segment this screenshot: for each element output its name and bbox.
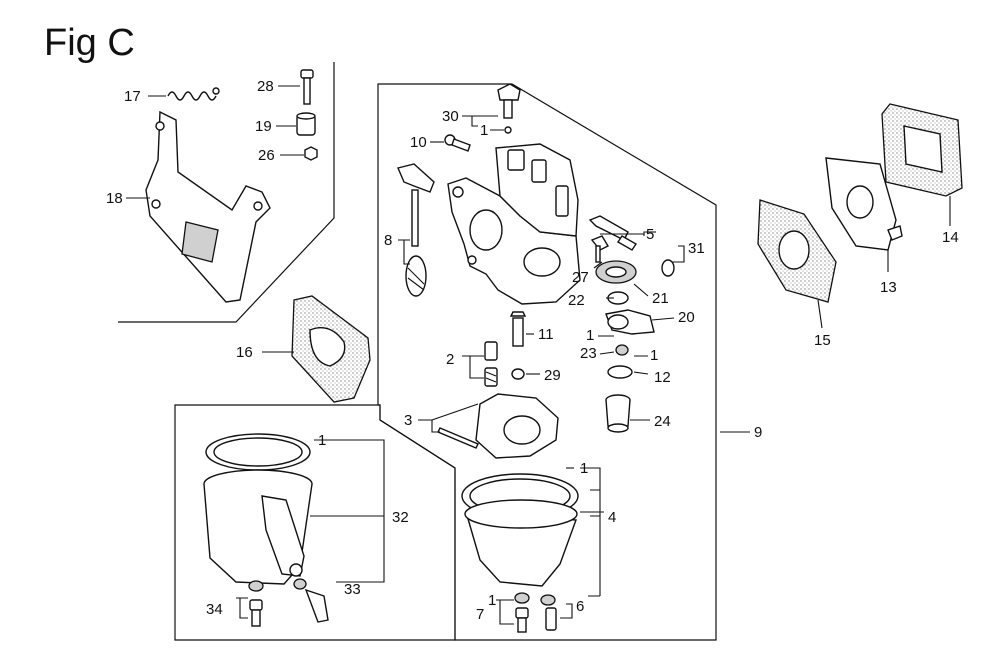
callout-1-bowl: 1 [580, 460, 588, 477]
callout-24: 24 [654, 413, 671, 430]
air-cleaner-gasket [205, 433, 311, 471]
insulator-14 [881, 103, 963, 197]
leader-lines [126, 85, 951, 625]
callout-1-top: 1 [480, 122, 488, 139]
throttle-bracket-section-border [118, 62, 335, 323]
plate-13 [825, 157, 903, 251]
callout-10: 10 [410, 134, 427, 151]
callout-20: 20 [678, 309, 695, 326]
callout-32: 32 [392, 509, 409, 526]
air-cleaner-case-32 [203, 469, 313, 585]
needle-27 [590, 235, 609, 263]
jet-29 [511, 368, 525, 380]
callout-7: 7 [476, 606, 484, 623]
callout-2: 2 [446, 351, 454, 368]
callout-1-aircleaner: 1 [318, 432, 326, 449]
callout-1-seal: 1 [586, 327, 594, 344]
callout-1-oring: 1 [650, 347, 658, 364]
nut-26 [304, 146, 318, 161]
callout-8: 8 [384, 232, 392, 249]
spring-31 [661, 259, 675, 277]
callout-23: 23 [580, 345, 597, 362]
callout-26: 26 [258, 147, 275, 164]
drain-screw-6 [540, 594, 557, 631]
screw-33 [293, 578, 329, 623]
throttle-spring [167, 87, 220, 101]
drain-bolt-7 [514, 592, 530, 633]
float-3 [437, 393, 559, 459]
collar-19 [296, 112, 316, 136]
callout-33: 33 [344, 581, 361, 598]
screw-30 [497, 83, 521, 134]
seal-23 [615, 344, 629, 356]
bolt-28 [300, 69, 314, 105]
callout-5: 5 [646, 226, 654, 243]
filter-24 [605, 394, 631, 433]
callout-30: 30 [442, 108, 459, 125]
callout-28: 28 [257, 78, 274, 95]
spring-2 [484, 341, 498, 387]
figure-title: Fig C [44, 22, 135, 64]
callout-21: 21 [652, 290, 669, 307]
float-bowl-4 [464, 499, 578, 587]
callout-31: 31 [688, 240, 705, 257]
gasket-15 [757, 199, 837, 303]
valve-20 [605, 309, 655, 335]
callout-18: 18 [106, 190, 123, 207]
callout-11: 11 [538, 326, 554, 343]
air-cleaner-box [174, 404, 456, 641]
callout-13: 13 [880, 279, 897, 296]
callout-1-drain: 1 [488, 592, 496, 609]
choke-lever-8 [397, 163, 435, 297]
callout-22: 22 [568, 292, 585, 309]
callout-29: 29 [544, 367, 561, 384]
callout-9: 9 [754, 424, 762, 441]
carburetor-body [447, 143, 581, 305]
callout-3: 3 [404, 412, 412, 429]
callout-14: 14 [942, 229, 959, 246]
screw-10 [444, 134, 471, 152]
callout-15: 15 [814, 332, 831, 349]
bolt-34 [248, 580, 264, 627]
callout-27: 27 [572, 269, 589, 286]
callout-6: 6 [576, 598, 584, 615]
callout-34: 34 [206, 601, 223, 618]
callout-4: 4 [608, 509, 616, 526]
callout-labels: 17 18 28 19 26 16 30 1 10 8 5 31 27 22 2… [106, 78, 959, 623]
callout-16: 16 [236, 344, 253, 361]
callout-12: 12 [654, 369, 671, 386]
gasket-21 [595, 260, 637, 284]
callout-19: 19 [255, 118, 272, 135]
jet-11 [509, 311, 527, 347]
o-ring-12 [607, 365, 633, 379]
gasket-16 [291, 295, 371, 403]
throttle-bracket [145, 110, 271, 303]
callout-17: 17 [124, 88, 141, 105]
